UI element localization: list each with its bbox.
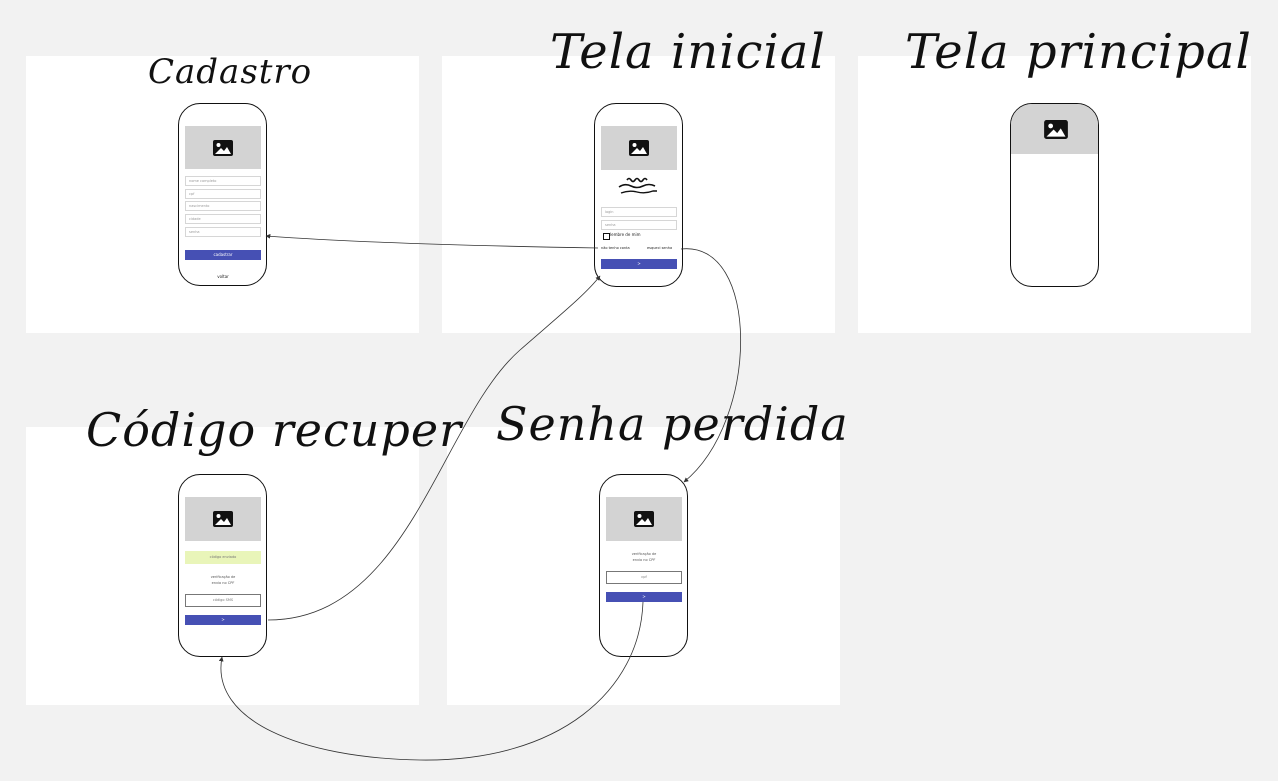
phone-cadastro: nome completo cpf nascimento cidade senh…	[178, 103, 267, 286]
name-field[interactable]: nome completo	[185, 176, 261, 186]
image-placeholder-icon	[213, 511, 233, 527]
password-field[interactable]: senha	[185, 227, 261, 237]
password-field[interactable]: senha	[601, 220, 677, 230]
code-sent-banner: código enviado	[185, 551, 261, 564]
info-line-1: verificação de	[210, 575, 236, 579]
image-placeholder-icon	[213, 139, 233, 156]
image-placeholder	[185, 126, 261, 169]
cpf-input[interactable]: cpf	[606, 571, 682, 584]
register-button[interactable]: cadastrar	[185, 250, 261, 260]
phone-codigo-recuper: código enviado verificação de envio no C…	[178, 474, 267, 657]
birthdate-field[interactable]: nascimento	[185, 201, 261, 211]
image-placeholder-icon	[634, 511, 654, 527]
title-senha-perdida: Senha perdida	[496, 397, 849, 451]
arrow-codigo-to-tela-inicial	[267, 275, 601, 621]
enter-button[interactable]: >	[601, 259, 677, 269]
title-codigo-recuper: Código recuper	[86, 403, 463, 457]
title-cadastro: Cadastro	[148, 52, 313, 92]
phone-tela-principal	[1010, 103, 1099, 287]
image-placeholder	[606, 497, 682, 541]
image-placeholder	[1011, 104, 1098, 154]
info-line-2: envio no CPF	[211, 581, 235, 585]
cpf-field[interactable]: cpf	[185, 189, 261, 199]
phone-senha-perdida: verificação de envio no CPF cpf >	[599, 474, 688, 657]
submit-code-button[interactable]: >	[185, 615, 261, 625]
image-placeholder	[185, 497, 261, 541]
arrow-no-account-to-cadastro	[265, 233, 599, 249]
info-line-1: verificação de	[631, 552, 657, 556]
no-account-link[interactable]: não tenho conta	[601, 246, 630, 250]
login-field[interactable]: login	[601, 207, 677, 217]
forgot-password-link[interactable]: esqueci senha	[647, 246, 673, 250]
info-line-2: envio no CPF	[632, 558, 656, 562]
title-tela-principal: Tela principal	[905, 24, 1252, 80]
arrow-senha-perdida-to-codigo	[218, 601, 644, 761]
code-input[interactable]: código SMS	[185, 594, 261, 607]
submit-cpf-button[interactable]: >	[606, 592, 682, 602]
remember-checkbox[interactable]	[603, 233, 610, 240]
image-placeholder	[601, 126, 677, 170]
arrow-forgot-to-senha-perdida	[680, 248, 741, 483]
city-field[interactable]: cidade	[185, 214, 261, 224]
remember-label: lembre de mim	[610, 232, 641, 237]
image-placeholder-icon	[1043, 119, 1068, 139]
image-placeholder-icon	[629, 140, 649, 156]
logo-scribble	[618, 177, 657, 194]
title-tela-inicial: Tela inicial	[550, 24, 826, 80]
phone-tela-inicial: login senha lembre de mim não tenho cont…	[594, 103, 683, 287]
back-link[interactable]: voltar	[217, 274, 229, 279]
